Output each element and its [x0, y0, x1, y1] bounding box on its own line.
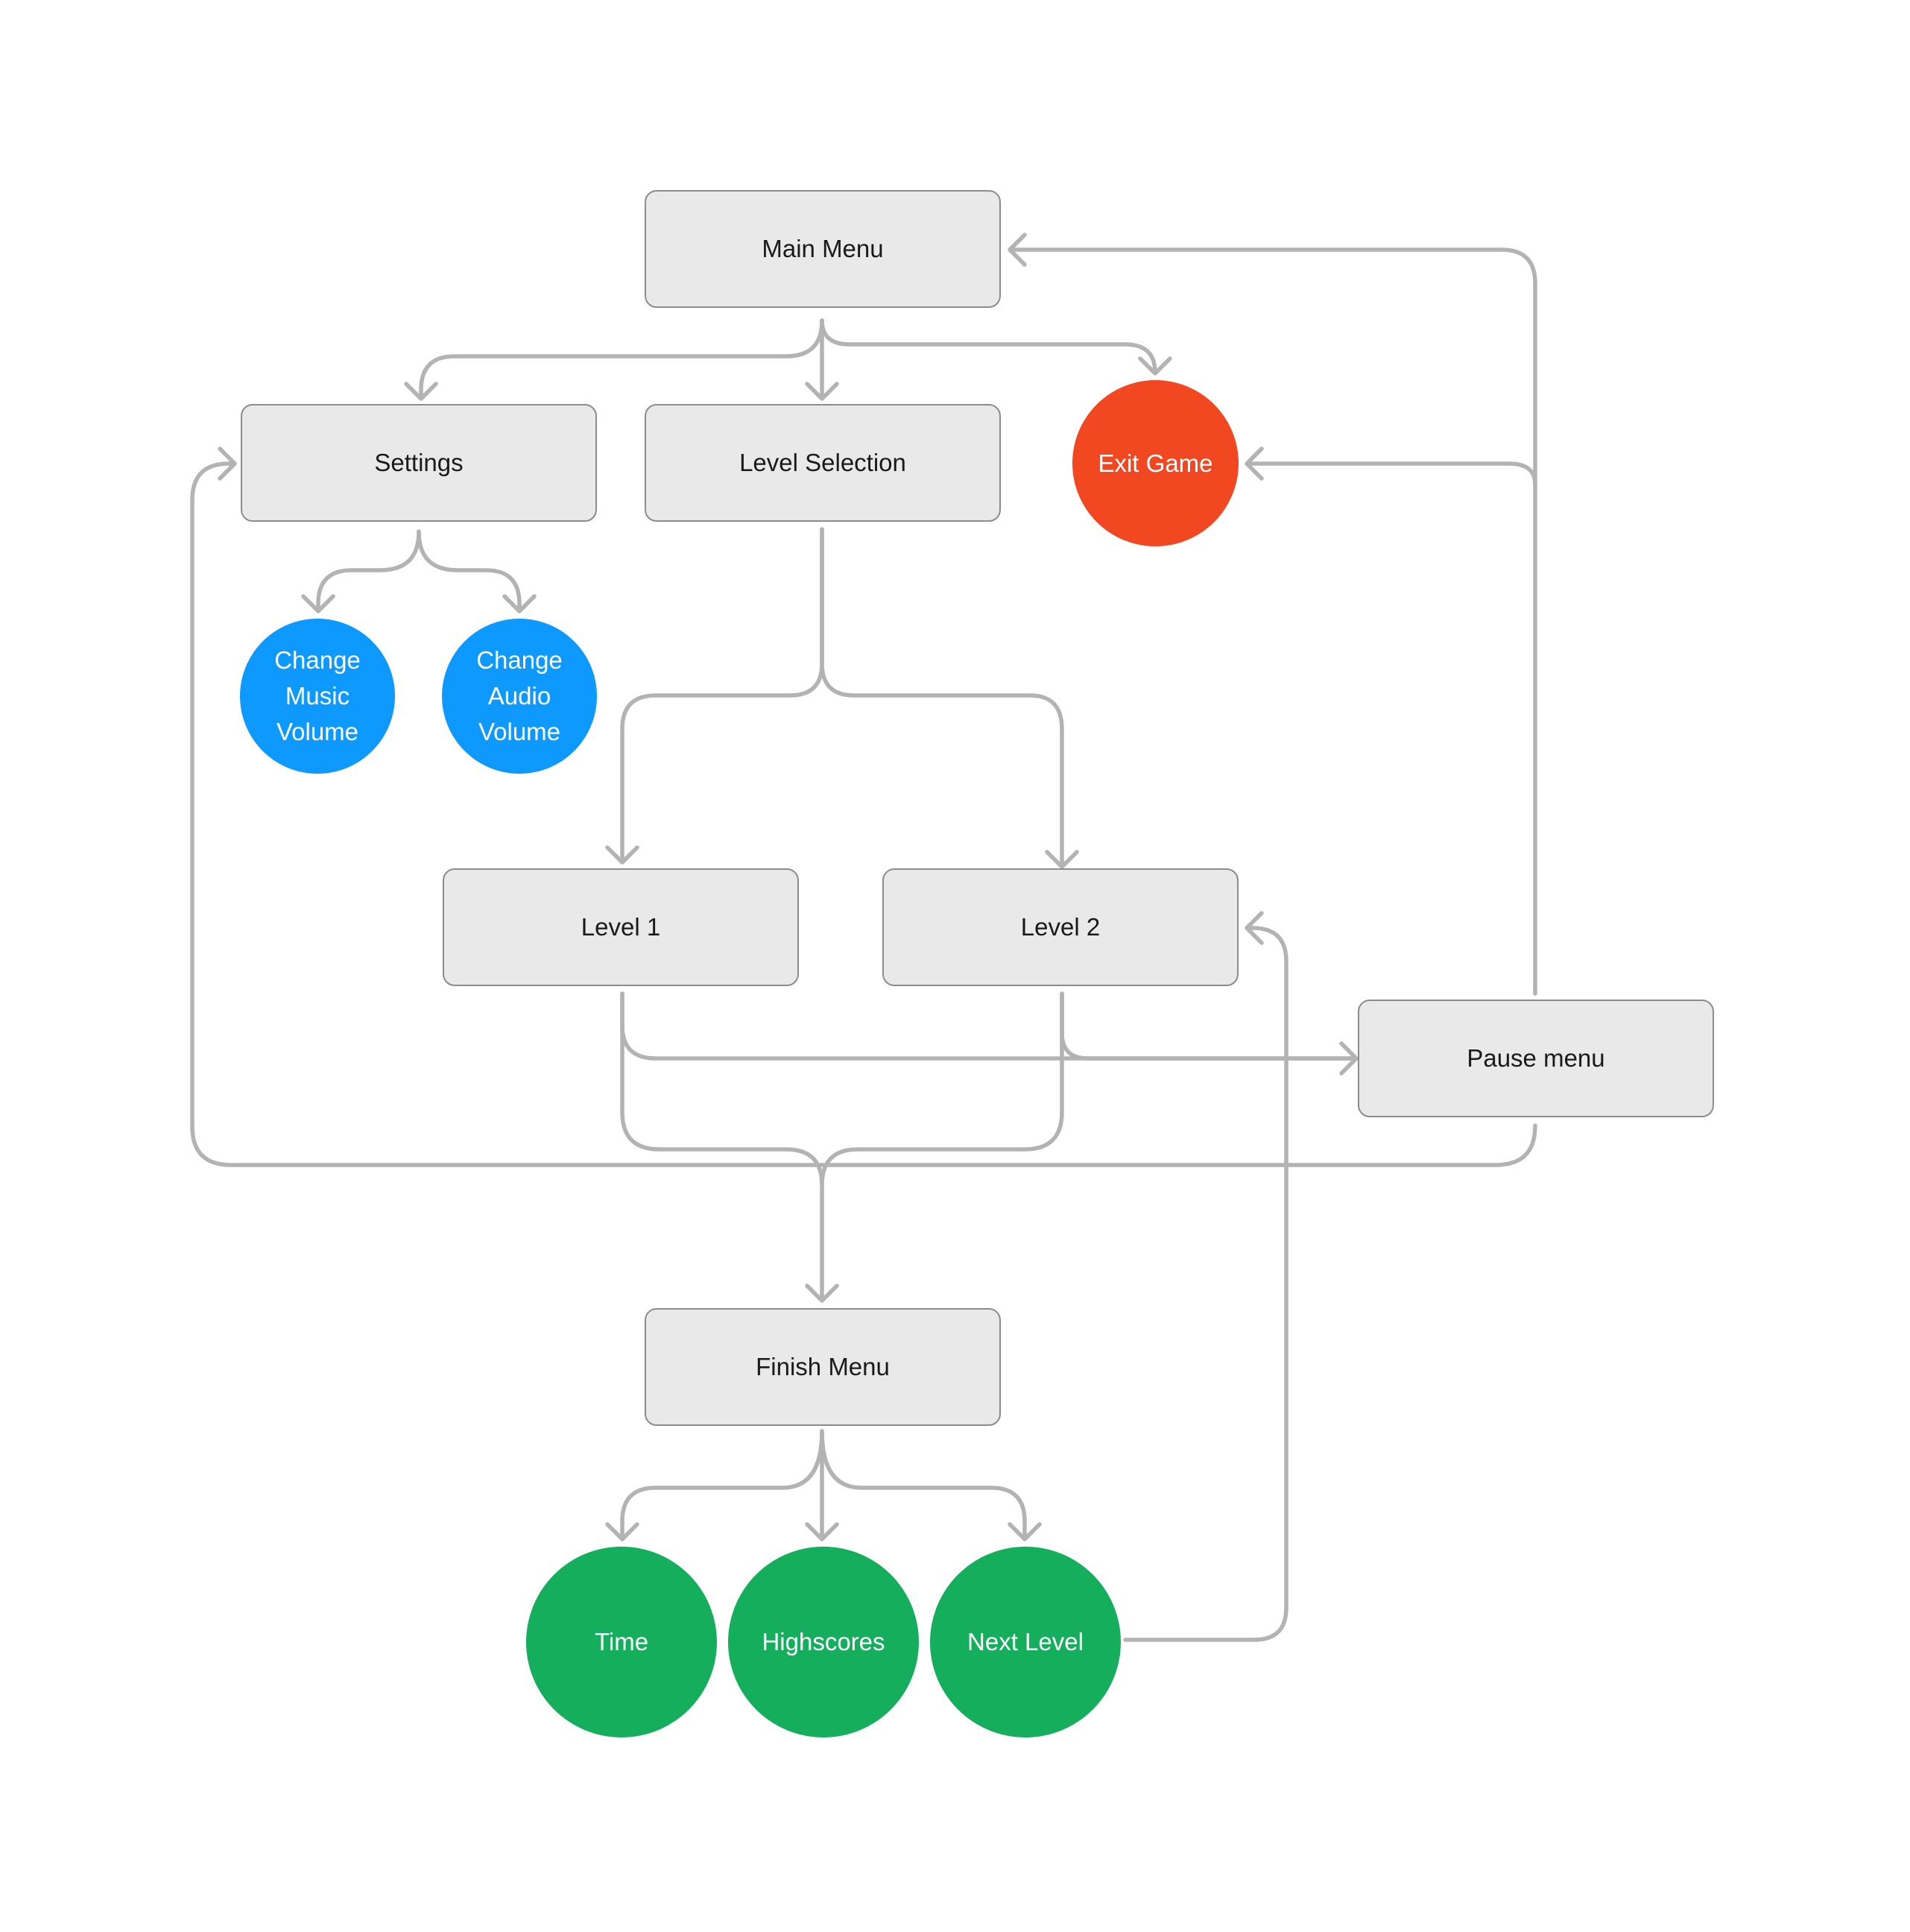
connector-level-selection-to-level-1	[605, 527, 824, 865]
node-finish-menu-label: Finish Menu	[756, 1353, 890, 1380]
connector-level-2-to-finish	[805, 991, 1064, 1303]
node-settings[interactable]: Settings	[241, 404, 597, 522]
connector-level-1-to-pause	[620, 991, 1359, 1076]
connector-finish-to-next-level	[820, 1429, 1042, 1541]
node-time-label: Time	[594, 1628, 649, 1655]
node-level-1[interactable]: Level 1	[443, 868, 799, 986]
connector-level-1-to-finish	[620, 991, 824, 1187]
node-pause-menu[interactable]: Pause menu	[1358, 1000, 1714, 1117]
node-change-music-volume[interactable]: Change Music Volume	[240, 619, 395, 774]
node-pause-menu-label: Pause menu	[1467, 1044, 1605, 1072]
node-main-menu[interactable]: Main Menu	[645, 190, 1001, 308]
node-level-selection[interactable]: Level Selection	[645, 404, 1001, 522]
connector-pause-to-main	[1008, 233, 1537, 996]
node-highscores-label: Highscores	[762, 1628, 885, 1655]
node-exit-game[interactable]: Exit Game	[1072, 380, 1239, 546]
node-finish-menu[interactable]: Finish Menu	[645, 1308, 1001, 1426]
node-change-music-volume-label: Change Music Volume	[274, 646, 361, 745]
node-next-level[interactable]: Next Level	[930, 1547, 1121, 1737]
connector-level-2-to-pause	[1060, 991, 1359, 1061]
node-time[interactable]: Time	[526, 1547, 717, 1737]
connector-main-to-settings	[404, 318, 824, 401]
node-level-1-label: Level 1	[581, 913, 661, 941]
node-change-audio-volume[interactable]: Change Audio Volume	[442, 619, 597, 774]
connector-level-selection-to-level-2	[820, 527, 1079, 869]
node-next-level-label: Next Level	[967, 1628, 1084, 1655]
node-highscores[interactable]: Highscores	[728, 1547, 919, 1737]
node-exit-game-label: Exit Game	[1098, 449, 1213, 477]
node-change-audio-volume-label: Change Audio Volume	[476, 646, 563, 745]
node-level-2[interactable]: Level 2	[882, 868, 1239, 986]
connector-main-to-exit	[820, 318, 1172, 376]
node-settings-label: Settings	[374, 449, 464, 476]
connector-finish-to-time	[605, 1429, 824, 1541]
connector-main-to-level-selection	[805, 318, 839, 401]
node-level-2-label: Level 2	[1020, 913, 1101, 941]
connector-settings-to-audio	[417, 529, 537, 613]
connector-pause-to-exit	[1245, 446, 1537, 487]
node-level-selection-label: Level Selection	[739, 449, 906, 476]
connector-settings-to-music	[301, 529, 421, 613]
node-main-menu-label: Main Menu	[762, 235, 884, 262]
connector-next-level-to-level-2	[1123, 911, 1288, 1642]
connector-pause-to-settings	[190, 446, 1537, 1167]
